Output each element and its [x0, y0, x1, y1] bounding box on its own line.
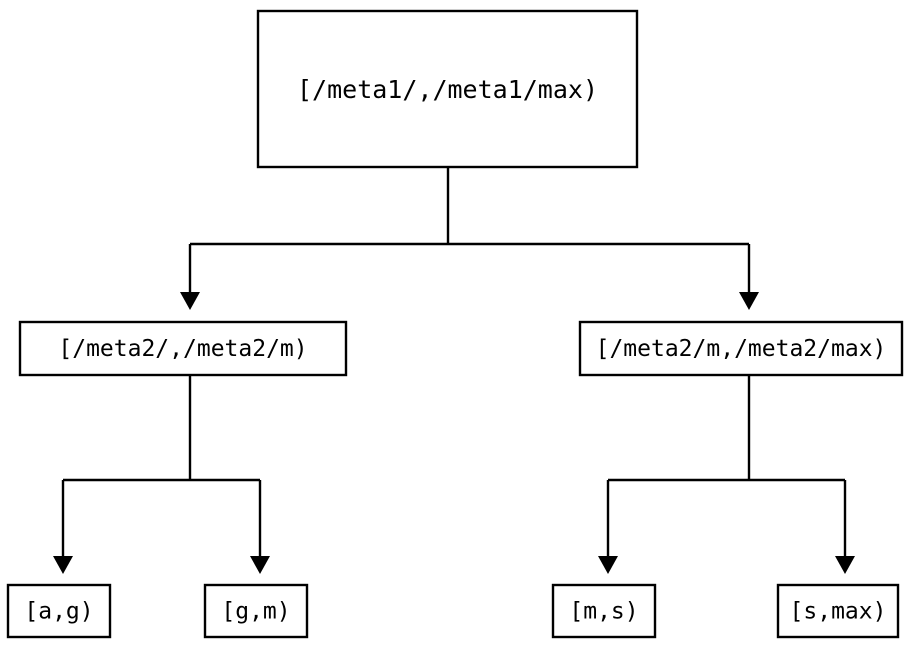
arrowhead-mid-right — [739, 292, 759, 310]
node-root-label: [/meta1/,/meta1/max) — [297, 75, 598, 104]
node-root-box — [256, 9, 639, 169]
node-leaf-4[interactable]: [s,max) — [776, 583, 900, 639]
node-mid-left-label: [/meta2/,/meta2/m) — [58, 336, 307, 362]
node-mid-right[interactable]: [/meta2/m,/meta2/max) — [578, 320, 904, 377]
node-leaf-2[interactable]: [g,m) — [203, 583, 309, 639]
arrowhead-leaf-1 — [53, 556, 73, 574]
node-leaf-4-box — [776, 583, 900, 639]
node-leaf-2-label: [g,m) — [221, 599, 290, 625]
node-leaf-3[interactable]: [m,s) — [551, 583, 657, 639]
node-root[interactable]: [/meta1/,/meta1/max) — [256, 9, 639, 169]
arrowhead-leaf-2 — [250, 556, 270, 574]
node-leaf-4-label: [s,max) — [790, 599, 887, 625]
arrowhead-leaf-3 — [598, 556, 618, 574]
node-leaf-3-box — [551, 583, 657, 639]
node-leaf-1-box — [6, 583, 112, 639]
node-mid-right-box — [578, 320, 904, 377]
node-mid-right-label: [/meta2/m,/meta2/max) — [596, 336, 887, 362]
arrowhead-mid-left — [180, 292, 200, 310]
node-leaf-3-label: [m,s) — [569, 599, 638, 625]
node-mid-left-box — [18, 320, 348, 377]
edge-group-mid-right — [598, 375, 855, 574]
arrowhead-leaf-4 — [835, 556, 855, 574]
node-mid-left[interactable]: [/meta2/,/meta2/m) — [18, 320, 348, 377]
node-leaf-1-label: [a,g) — [24, 599, 93, 625]
edge-group-root — [180, 167, 759, 310]
edge-group-mid-left — [53, 375, 270, 574]
node-leaf-2-box — [203, 583, 309, 639]
node-leaf-1[interactable]: [a,g) — [6, 583, 112, 639]
